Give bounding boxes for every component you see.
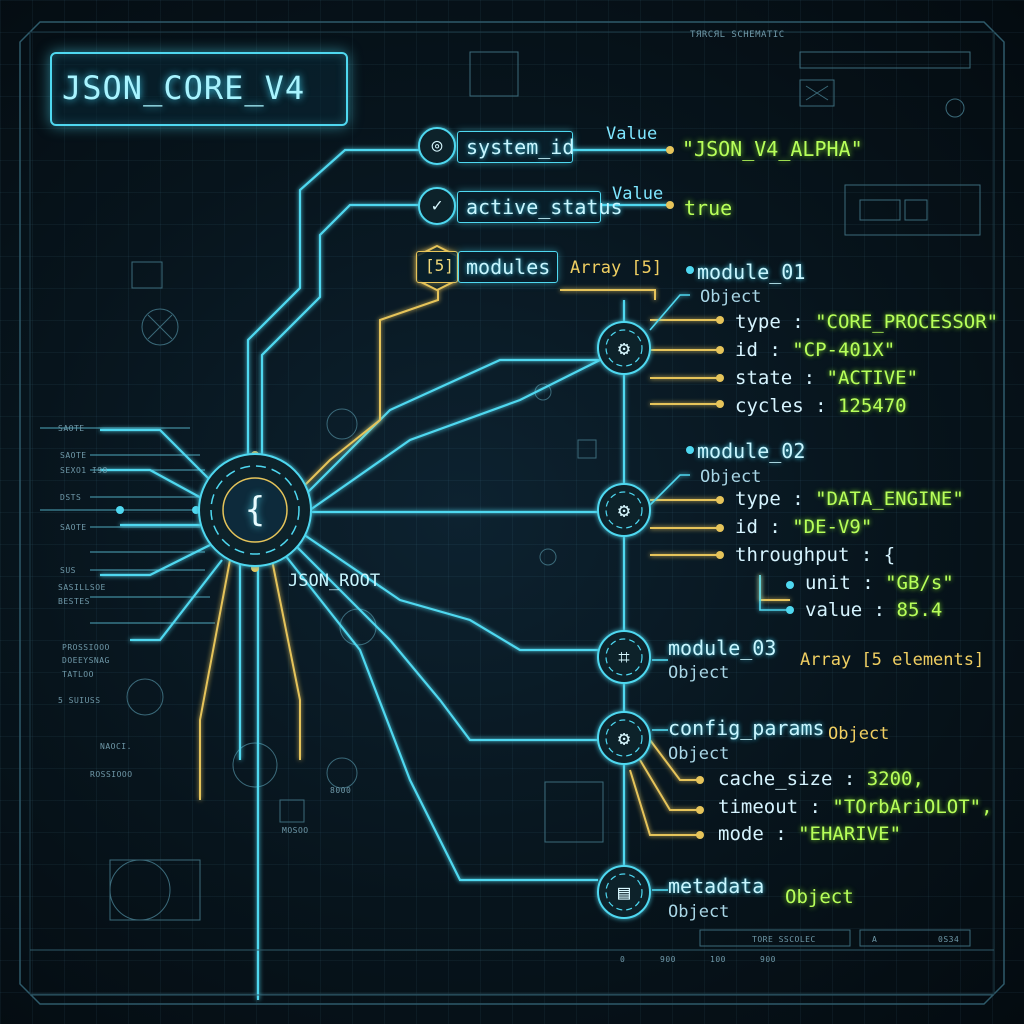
module-03-type: Object [668,663,730,683]
active-status-key: active_status [466,195,623,219]
side-label: NAOCI. [100,742,132,751]
module-02-throughput-prop: value : 85.4 [805,599,943,621]
module-02-prop: id : "DE-V9" [735,516,873,538]
side-label: SASILLSOE [58,583,106,592]
config-params-prop: cache_size : 3200, [718,768,924,790]
config-params-object-label: Object [828,724,890,744]
module-01-prop: state : "ACTIVE" [735,367,919,389]
module-02-type: Object [700,467,762,487]
globe-icon[interactable]: ◎ [431,135,443,156]
side-label: SAOTE [60,451,87,460]
modules-type: Array [5] [570,258,663,278]
gear-icon[interactable]: ⚙ [617,498,631,522]
ruler-label: 100 [710,955,726,964]
module-01-prop: id : "CP-401X" [735,339,896,361]
side-label: SAOTE [60,523,87,532]
side-label: SAOTE [58,424,85,433]
grid-icon[interactable]: ⌗ [618,645,630,669]
module-01-prop: type : "CORE_PROCESSOR" [735,311,999,333]
array-icon-box[interactable] [416,251,458,283]
side-label: DSTS [60,493,82,502]
config-params-type: Object [668,744,730,764]
schematic-caption: TЯRCЯL SCHEMATIC [690,30,785,40]
title-box [50,52,348,126]
active-status-key-box[interactable] [457,191,601,223]
document-icon[interactable]: ▤ [617,880,631,904]
module-03-name[interactable]: module_03 [668,636,777,660]
table-label: TORE SSCOLEC [752,935,816,944]
metadata-object-label: Object [785,886,854,908]
gear-icon[interactable]: ⚙ [617,336,631,360]
module-02-throughput-prop: unit : "GB/s" [805,572,954,594]
module-03-array-label: Array [5 elements] [800,650,985,670]
table-label: A [872,935,878,944]
side-label: 5 SUIUSS [58,696,101,705]
module-02-name[interactable]: module_02 [697,439,806,463]
table-label: 0S34 [938,935,960,944]
modules-key-box[interactable] [458,251,558,283]
curly-brace-icon[interactable]: { [244,490,266,530]
page-title: JSON_CORE_V4 [62,69,306,107]
system-id-key-box[interactable] [457,131,573,163]
ruler-label: 900 [760,955,776,964]
side-label: ROSSIOOO [90,770,133,779]
side-label: MOSOO [282,826,309,835]
active-status-value: true [684,196,733,220]
side-label: PROSSIOOO [62,643,110,652]
module-01-type: Object [700,287,762,307]
system-id-key: system_id [466,135,575,159]
system-id-value: "JSON_V4_ALPHA" [682,137,863,161]
check-icon[interactable]: ✓ [431,195,443,216]
module-02-prop: type : "DATA_ENGINE" [735,488,964,510]
system-id-value-caption: Value [606,124,658,144]
module-01-name[interactable]: module_01 [697,260,806,284]
metadata-name[interactable]: metadata [668,874,765,898]
side-label: TATLOO [62,670,94,679]
active-status-value-caption: Value [612,184,664,204]
side-label: BESTES [58,597,90,606]
array-icon: [5] [425,256,454,275]
config-params-prop: timeout : "TOrbAriOLOT", [718,796,993,818]
module-01-prop: cycles : 125470 [735,395,907,417]
module-02-throughput: throughput : { [735,544,896,566]
config-params-name[interactable]: config_params [668,716,825,740]
modules-key: modules [466,255,551,279]
ruler-label: 900 [660,955,676,964]
side-label: SUS [60,566,76,575]
side-label: DOEEYSNAG [62,656,110,665]
config-params-prop: mode : "EHARIVE" [718,823,902,845]
ruler-label: 0 [620,955,626,964]
json-root-label: JSON_ROOT [288,571,381,591]
gear-icon[interactable]: ⚙ [617,726,631,750]
side-label: 8000 [330,786,352,795]
metadata-type: Object [668,902,730,922]
side-label: SEXO1 I98 [60,466,108,475]
